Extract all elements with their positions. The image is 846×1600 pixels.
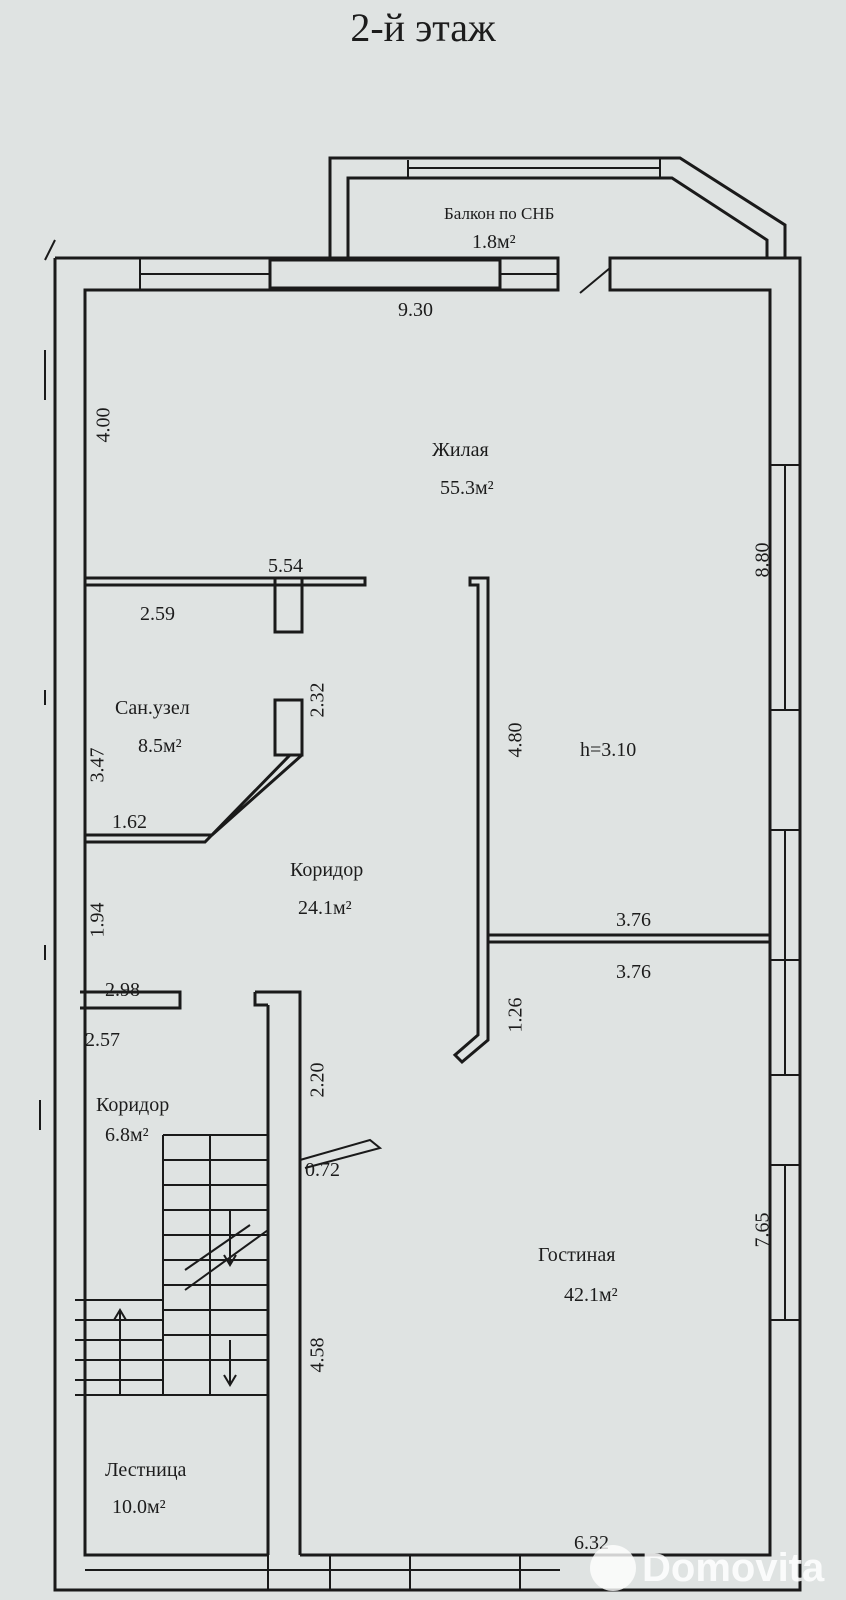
dim-072: 0.72 [305,1159,340,1181]
stairs-area: 10.0м² [112,1496,166,1518]
bathroom-name: Сан.узел [115,697,190,719]
floor-title: 2-й этаж [350,5,496,50]
dim-376a: 3.76 [616,909,651,931]
stairs-name: Лестница [105,1459,187,1481]
watermark-logo-icon [590,1545,636,1591]
dim-220: 2.20 [306,1062,329,1098]
dim-194: 1.94 [86,902,109,938]
dim-480: 4.80 [504,722,527,758]
dim-458: 4.58 [306,1337,329,1373]
dim-259: 2.59 [140,603,175,625]
dim-right-upper: 8.80 [751,542,774,578]
bathroom-area: 8.5м² [138,735,182,757]
corridor-small-name: Коридор [96,1094,170,1116]
dim-left-upper: 4.00 [92,407,115,443]
dim-126: 1.26 [504,997,527,1033]
dim-232: 2.32 [306,682,329,718]
balcony-walls [328,156,787,260]
corridor-main-area: 24.1м² [298,897,352,919]
balcony-name: Балкон по СНБ [444,204,555,223]
living-name: Жилая [432,439,489,461]
dim-top: 9.30 [398,299,433,321]
dim-347: 3.47 [86,747,109,783]
balcony-area: 1.8м² [472,231,516,253]
staircase [75,1134,269,1396]
dim-376b: 3.76 [616,961,651,983]
lounge-name: Гостиная [538,1244,616,1266]
dim-298: 2.98 [105,979,140,1001]
corridor-small-area: 6.8м² [105,1124,149,1146]
dim-257: 2.57 [85,1029,120,1051]
dim-554: 5.54 [268,555,303,577]
ceiling-height: h=3.10 [580,739,637,761]
watermark-text: Domovita [642,1545,825,1590]
interior-walls [80,576,770,1555]
watermark: Domovita [590,1545,824,1591]
lounge-area: 42.1м² [564,1284,618,1306]
outer-walls [39,239,802,1592]
corridor-main-name: Коридор [290,859,364,881]
dim-765: 7.65 [751,1212,774,1248]
dim-162: 1.62 [112,811,147,833]
living-area: 55.3м² [440,477,494,499]
